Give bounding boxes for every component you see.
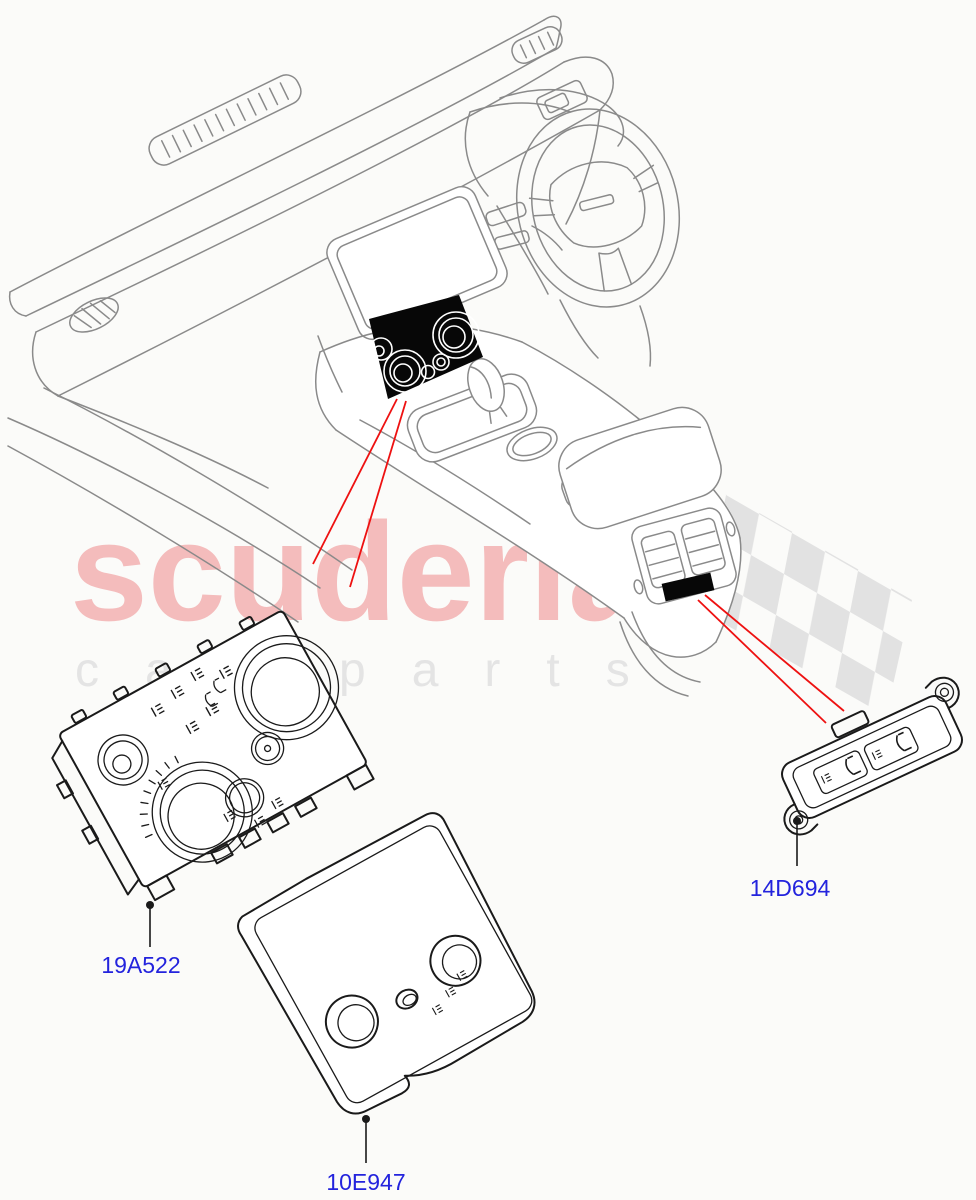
- checkered-flag-watermark: [700, 494, 912, 716]
- dashboard-illustration: [7, 15, 625, 623]
- rear-switch-highlight: [661, 572, 715, 602]
- climate-panel-highlight: [369, 295, 483, 399]
- part-drawing-14d694: [781, 676, 963, 836]
- leader-lines: [146, 817, 801, 1163]
- part-drawing-10e947: [237, 812, 536, 1115]
- steering-wheel-illustration: [515, 108, 681, 308]
- callout-line-rear-switch-2: [704, 594, 845, 712]
- dash-top-grille: [511, 26, 563, 64]
- callout-lines: [312, 398, 845, 724]
- cupholder: [506, 426, 558, 462]
- part-number-link[interactable]: 10E947: [326, 1169, 405, 1195]
- climate-panel-highlight-knobs: [369, 311, 480, 393]
- armrest: [558, 406, 722, 530]
- part-drawing-19a522: [51, 610, 375, 902]
- callout-line-climate-1: [312, 398, 398, 565]
- part-number-link[interactable]: 14D694: [750, 875, 831, 901]
- callout-line-climate-2: [349, 400, 407, 588]
- steering-logo-slot: [578, 194, 615, 212]
- panel-knobs: [97, 635, 340, 863]
- steering-column: [485, 201, 652, 367]
- left-side-vent: [69, 297, 119, 333]
- switch-details: [789, 682, 955, 830]
- defroster-vent-strip: [148, 74, 302, 166]
- binnacle-vent: [536, 79, 588, 121]
- bezel-openings: [324, 934, 482, 1049]
- part-number-link[interactable]: 19A522: [101, 952, 180, 978]
- vehicle-interior-illustration: [7, 15, 742, 697]
- callout-line-rear-switch-1: [697, 599, 827, 724]
